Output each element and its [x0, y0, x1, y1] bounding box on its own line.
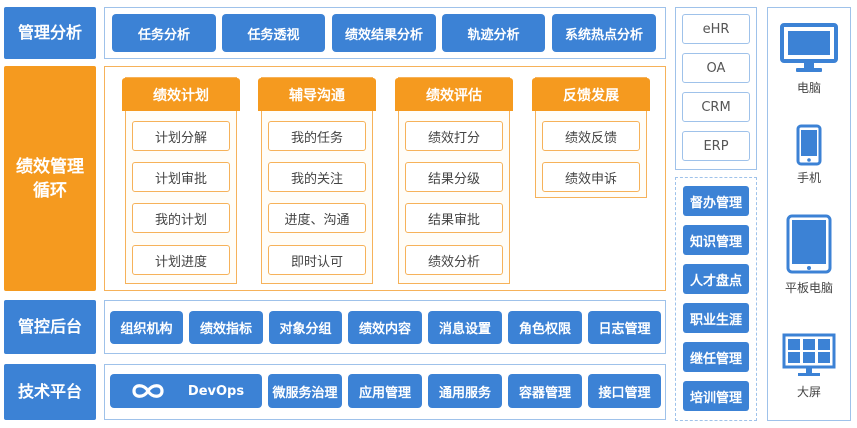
phone-icon: [796, 124, 822, 170]
row-label-analysis: 管理分析: [4, 7, 96, 59]
perf-column-plan-title: 绩效计划: [122, 78, 240, 111]
row-label-analysis-text: 管理分析: [17, 23, 82, 42]
row-label-tech: 技术平台: [4, 364, 96, 420]
analysis-item-task-analysis[interactable]: 任务分析: [112, 14, 216, 52]
row-label-control-text: 管控后台: [17, 317, 82, 336]
tech-item-common-service[interactable]: 通用服务: [428, 374, 502, 408]
perf-item-progress-comm[interactable]: 进度、沟通: [268, 203, 366, 233]
tech-item-container[interactable]: 容器管理: [508, 374, 582, 408]
row-label-perf-line2: 循环: [33, 180, 67, 201]
row-label-control: 管控后台: [4, 300, 96, 354]
analysis-item-perf-result[interactable]: 绩效结果分析: [332, 14, 436, 52]
tablet-icon: [786, 214, 832, 278]
perf-column-coach-title: 辅导沟通: [258, 78, 376, 111]
perf-item-result-approve[interactable]: 结果审批: [405, 203, 503, 233]
devops-label: DevOps: [187, 383, 245, 399]
perf-item-grading[interactable]: 结果分级: [405, 162, 503, 192]
system-oa[interactable]: OA: [682, 53, 750, 83]
perf-item-plan-approve[interactable]: 计划审批: [132, 162, 230, 192]
control-item-content[interactable]: 绩效内容: [348, 311, 422, 344]
device-label-phone: 手机: [796, 171, 821, 185]
control-item-grouping[interactable]: 对象分组: [269, 311, 342, 344]
analysis-item-trajectory[interactable]: 轨迹分析: [442, 14, 545, 52]
analysis-item-hotspot[interactable]: 系统热点分析: [552, 14, 656, 52]
module-talent-review[interactable]: 人才盘点: [683, 264, 749, 294]
row-label-perf-cycle: 绩效管理 循环: [4, 66, 96, 291]
perf-column-feedback-title: 反馈发展: [532, 78, 650, 111]
perf-item-instant-recognition[interactable]: 即时认可: [268, 245, 366, 275]
control-item-kpi[interactable]: 绩效指标: [189, 311, 263, 344]
analysis-item-task-pivot[interactable]: 任务透视: [222, 14, 325, 52]
tech-item-microservice[interactable]: 微服务治理: [268, 374, 342, 408]
modules-panel: [675, 177, 757, 421]
device-label-computer: 电脑: [796, 81, 821, 95]
control-item-message[interactable]: 消息设置: [428, 311, 502, 344]
perf-item-scoring[interactable]: 绩效打分: [405, 121, 503, 151]
devops-icon: [128, 380, 168, 402]
module-succession[interactable]: 继任管理: [683, 342, 749, 372]
perf-item-my-follows[interactable]: 我的关注: [268, 162, 366, 192]
tech-item-devops[interactable]: DevOps: [110, 374, 262, 408]
system-crm[interactable]: CRM: [682, 92, 750, 122]
control-item-org[interactable]: 组织机构: [110, 311, 183, 344]
perf-item-my-plan[interactable]: 我的计划: [132, 203, 230, 233]
control-item-roles[interactable]: 角色权限: [508, 311, 582, 344]
perf-item-my-tasks[interactable]: 我的任务: [268, 121, 366, 151]
module-knowledge[interactable]: 知识管理: [683, 225, 749, 255]
perf-column-evaluate-title: 绩效评估: [395, 78, 513, 111]
big-screen-icon: [782, 333, 836, 381]
system-ehr[interactable]: eHR: [682, 14, 750, 44]
module-career[interactable]: 职业生涯: [683, 303, 749, 333]
perf-item-feedback[interactable]: 绩效反馈: [542, 121, 640, 151]
system-erp[interactable]: ERP: [682, 131, 750, 161]
perf-item-plan-decompose[interactable]: 计划分解: [132, 121, 230, 151]
monitor-icon: [779, 22, 839, 78]
row-label-tech-text: 技术平台: [17, 382, 82, 401]
perf-item-plan-progress[interactable]: 计划进度: [132, 245, 230, 275]
tech-item-app-manage[interactable]: 应用管理: [348, 374, 422, 408]
perf-item-appeal[interactable]: 绩效申诉: [542, 162, 640, 192]
perf-item-perf-analysis[interactable]: 绩效分析: [405, 245, 503, 275]
module-supervision[interactable]: 督办管理: [683, 186, 749, 216]
device-label-big-screen: 大屏: [796, 385, 821, 399]
tech-item-api[interactable]: 接口管理: [588, 374, 661, 408]
row-label-perf-line1: 绩效管理: [16, 156, 84, 177]
device-label-tablet: 平板电脑: [784, 281, 833, 295]
module-training[interactable]: 培训管理: [683, 381, 749, 411]
control-item-logs[interactable]: 日志管理: [588, 311, 661, 344]
